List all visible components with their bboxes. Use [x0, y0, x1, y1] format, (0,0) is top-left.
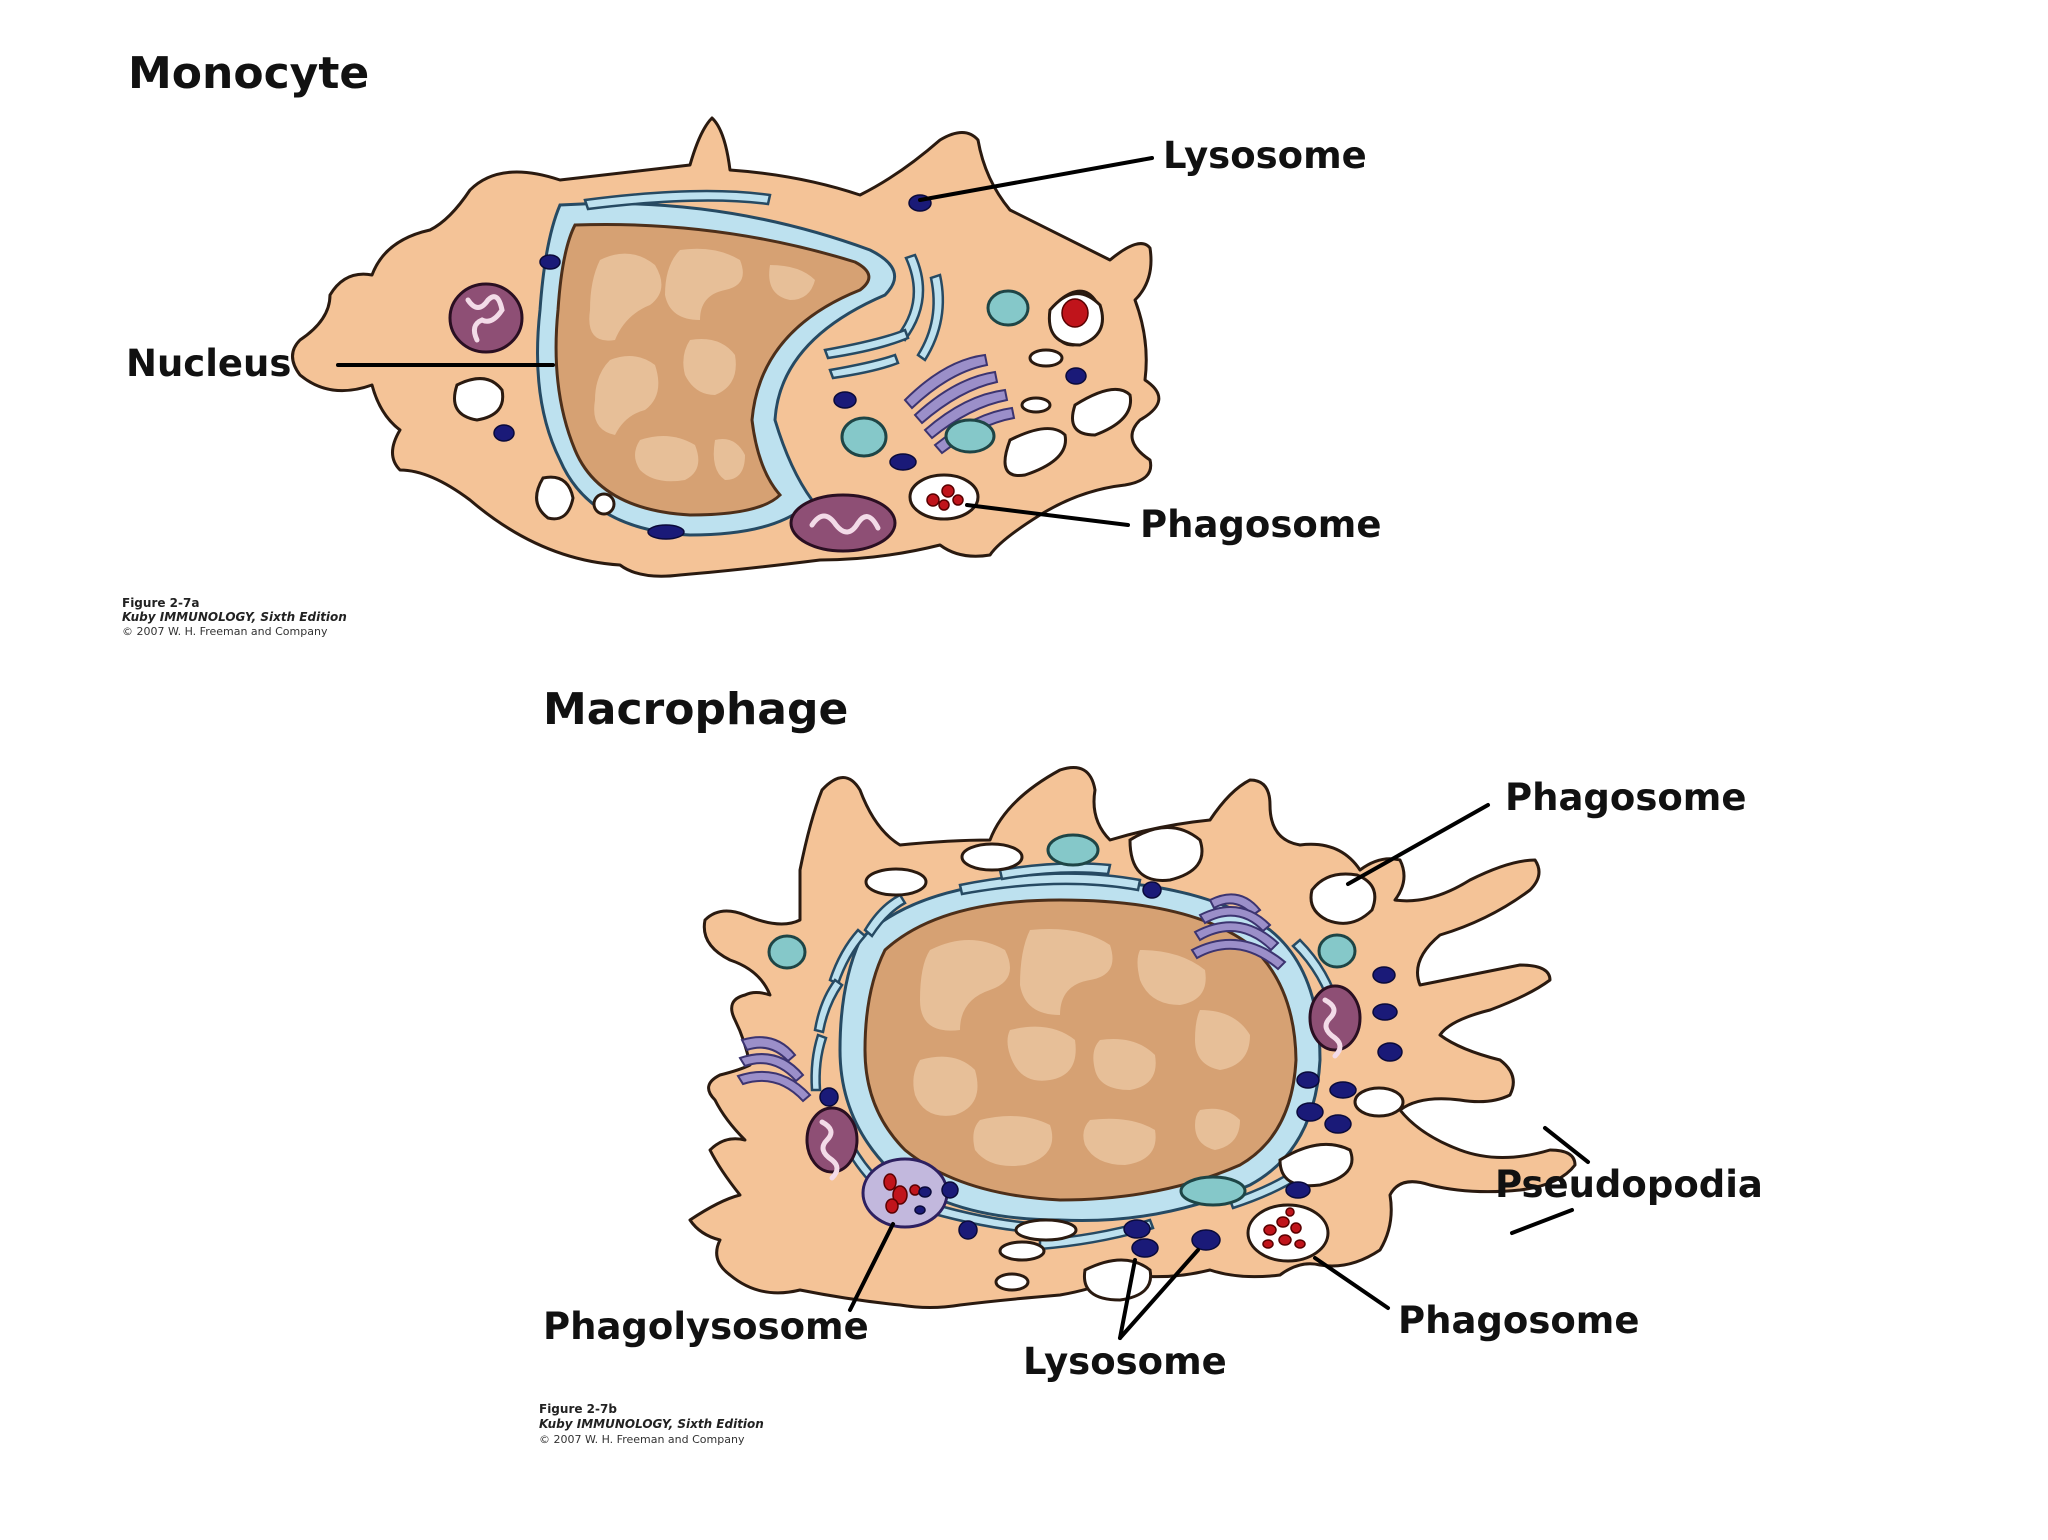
monocyte-label-nucleus: Nucleus: [126, 342, 291, 385]
monocyte-title: Monocyte: [128, 48, 369, 99]
macrophage-chromatin: [913, 929, 1250, 1166]
macrophage-phagosome-top: [1309, 872, 1377, 925]
macrophage-mitochondria: [805, 984, 1362, 1181]
monocyte-phagosome: [908, 473, 980, 521]
macrophage-label-pseudopodia: Pseudopodia: [1495, 1163, 1763, 1206]
macrophage-panel: Macrophage: [539, 684, 1763, 1446]
macrophage-figure-number: Figure 2-7b: [539, 1402, 617, 1416]
monocyte-copyright: © 2007 W. H. Freeman and Company: [122, 625, 328, 638]
macrophage-copyright: © 2007 W. H. Freeman and Company: [539, 1433, 745, 1446]
macrophage-label-phagolysosome: Phagolysosome: [543, 1305, 869, 1348]
macrophage-pseudopodia-leader-top: [1543, 1126, 1590, 1164]
macrophage-phagosome-bottom-leader: [1313, 1256, 1390, 1310]
monocyte-phagosome-top: [1047, 292, 1104, 347]
macrophage-title: Macrophage: [543, 684, 848, 735]
macrophage-phagosome-bottom: [1246, 1203, 1330, 1263]
macrophage-lysosome-leader-right: [1118, 1248, 1200, 1340]
monocyte-label-phagosome: Phagosome: [1140, 503, 1381, 546]
macrophage-vesicles: [767, 833, 1357, 1207]
monocyte-panel: Monocyte: [122, 48, 1381, 638]
macrophage-vacuoles: [864, 826, 1405, 1302]
macrophage-golgi: [736, 893, 1287, 1103]
monocyte-phagosome-leader: [965, 503, 1130, 527]
monocyte-book-title: Kuby IMMUNOLOGY, Sixth Edition: [122, 610, 347, 624]
monocyte-lysosome-leader: [918, 156, 1154, 202]
monocyte-chromatin: [589, 248, 815, 482]
monocyte-mitochondria: [448, 282, 897, 553]
monocyte-vesicles: [840, 289, 1030, 458]
monocyte-label-lysosome: Lysosome: [1163, 134, 1367, 177]
macrophage-book-title: Kuby IMMUNOLOGY, Sixth Edition: [539, 1417, 764, 1431]
monocyte-endoplasmic-reticulum: [583, 189, 945, 380]
macrophage-phagolysosome-leader: [848, 1222, 895, 1312]
monocyte-figure-number: Figure 2-7a: [122, 596, 199, 610]
macrophage-label-phagosome-bottom: Phagosome: [1398, 1299, 1639, 1342]
macrophage-lysosome-leader-left: [1118, 1258, 1137, 1340]
macrophage-lysosomes: [819, 881, 1403, 1258]
macrophage-phagolysosome: [861, 1157, 959, 1229]
macrophage-label-phagosome-top: Phagosome: [1505, 776, 1746, 819]
macrophage-label-lysosome: Lysosome: [1023, 1340, 1227, 1383]
macrophage-pseudopodia-leader-bottom: [1510, 1208, 1574, 1235]
macrophage-phagosome-top-leader: [1346, 803, 1490, 886]
